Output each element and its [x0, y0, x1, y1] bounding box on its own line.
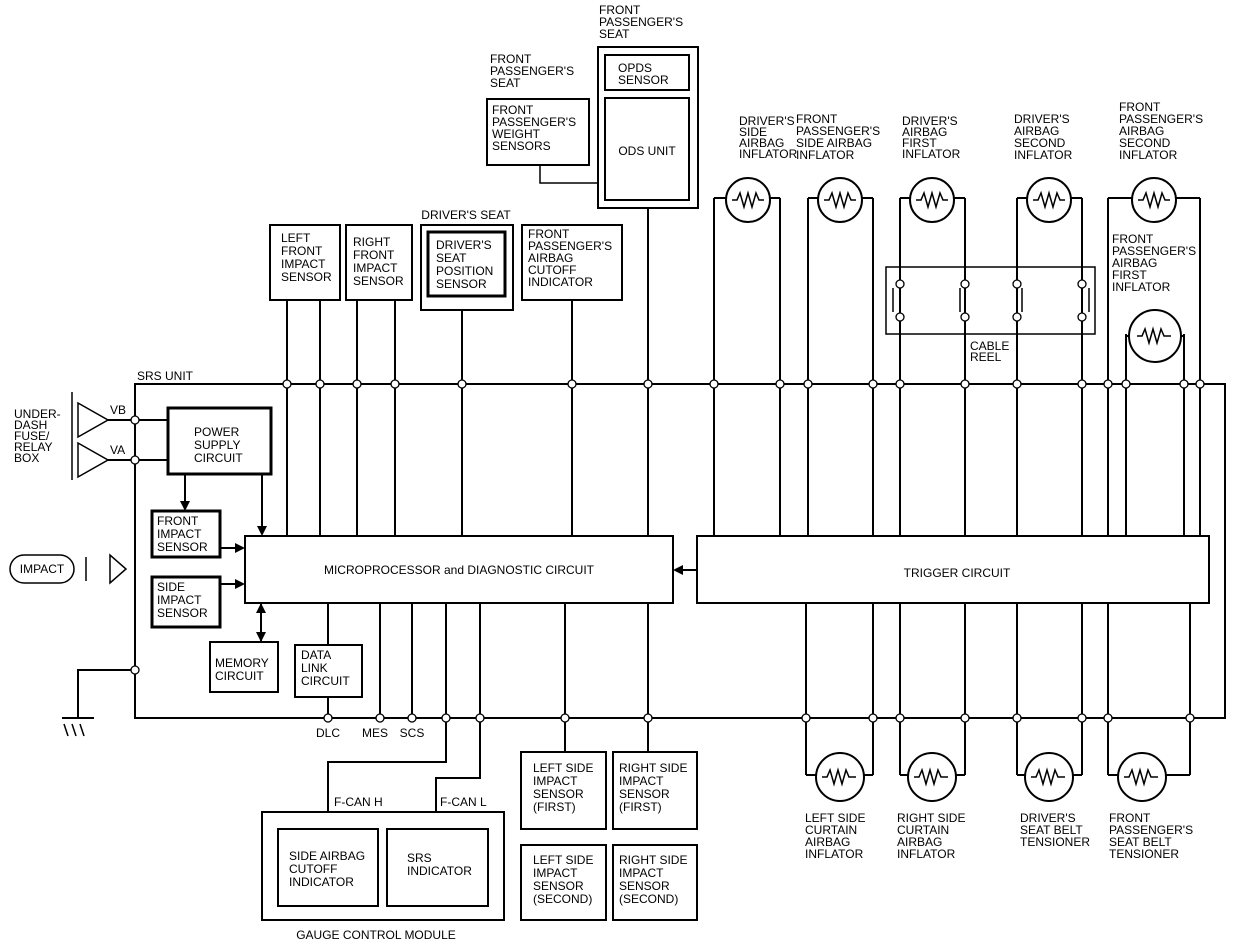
bottom-inflator-left-curtain: [806, 752, 873, 802]
top-inflator-fp-side: [808, 177, 873, 223]
bottom-tensioner-driver: [1017, 752, 1082, 802]
data-link-circuit-box: [294, 644, 363, 698]
ods-unit-label: ODS UNIT: [618, 144, 676, 158]
dlc-label: DLC: [316, 726, 340, 740]
ods-unit-box: [604, 97, 690, 201]
front-impact-sensor-box: [150, 509, 222, 559]
vb-label: VB: [110, 403, 126, 417]
left-side-first-box: [520, 751, 607, 830]
fcan-h-label: F-CAN H: [334, 795, 383, 809]
trigger-circuit-box: [696, 535, 1210, 604]
scs-label: SCS: [400, 726, 425, 740]
side-impact-sensor-box: [150, 575, 222, 629]
trigger-circuit-label: TRIGGER CIRCUIT: [904, 566, 1011, 580]
wires: [62, 165, 1201, 812]
drivers-seat-position-box: [426, 230, 507, 298]
impact-symbol: [9, 553, 128, 585]
srs-indicator-box: [386, 828, 489, 907]
memory-circuit-box: [209, 641, 279, 693]
fuse-box-connectors: [71, 392, 135, 480]
right-front-impact-box: [345, 224, 413, 301]
mes-label: MES: [362, 726, 388, 740]
left-side-second-box: [520, 844, 607, 921]
arrows: [180, 501, 683, 642]
va-label: VA: [110, 443, 125, 457]
top-inflator-drivers-first: [900, 177, 965, 223]
power-supply-box: [166, 406, 273, 476]
microprocessor-box: [244, 535, 674, 604]
opds-sensor-box: [604, 54, 690, 91]
left-front-impact-box: [269, 224, 341, 301]
top-inflator-drivers-side: [714, 177, 780, 223]
fcan-l-label: F-CAN L: [440, 795, 487, 809]
junction-nodes: [130, 379, 1205, 723]
cable-reel: [885, 266, 1096, 335]
top-inflator-fp-first: [1126, 309, 1184, 363]
srs-unit-label: SRS UNIT: [137, 369, 194, 383]
drivers-seat-label: DRIVER'S SEAT: [421, 208, 511, 222]
impact-label: IMPACT: [20, 562, 65, 576]
srs-unit-outline: [134, 383, 1226, 719]
top-inflator-drivers-second: [1017, 177, 1082, 223]
microprocessor-label: MICROPROCESSOR and DIAGNOSTIC CIRCUIT: [324, 563, 595, 577]
side-airbag-cutoff-box: [277, 828, 379, 907]
fp-airbag-cutoff-box: [521, 224, 623, 301]
right-side-second-box: [612, 844, 698, 921]
weight-sensors-box: [486, 98, 590, 166]
top-inflator-fp-second: [1108, 177, 1200, 223]
bottom-inflator-right-curtain: [900, 752, 965, 802]
right-side-first-box: [612, 751, 698, 830]
gauge-control-module-label: GAUGE CONTROL MODULE: [296, 928, 456, 942]
bottom-tensioner-fp: [1108, 752, 1190, 802]
